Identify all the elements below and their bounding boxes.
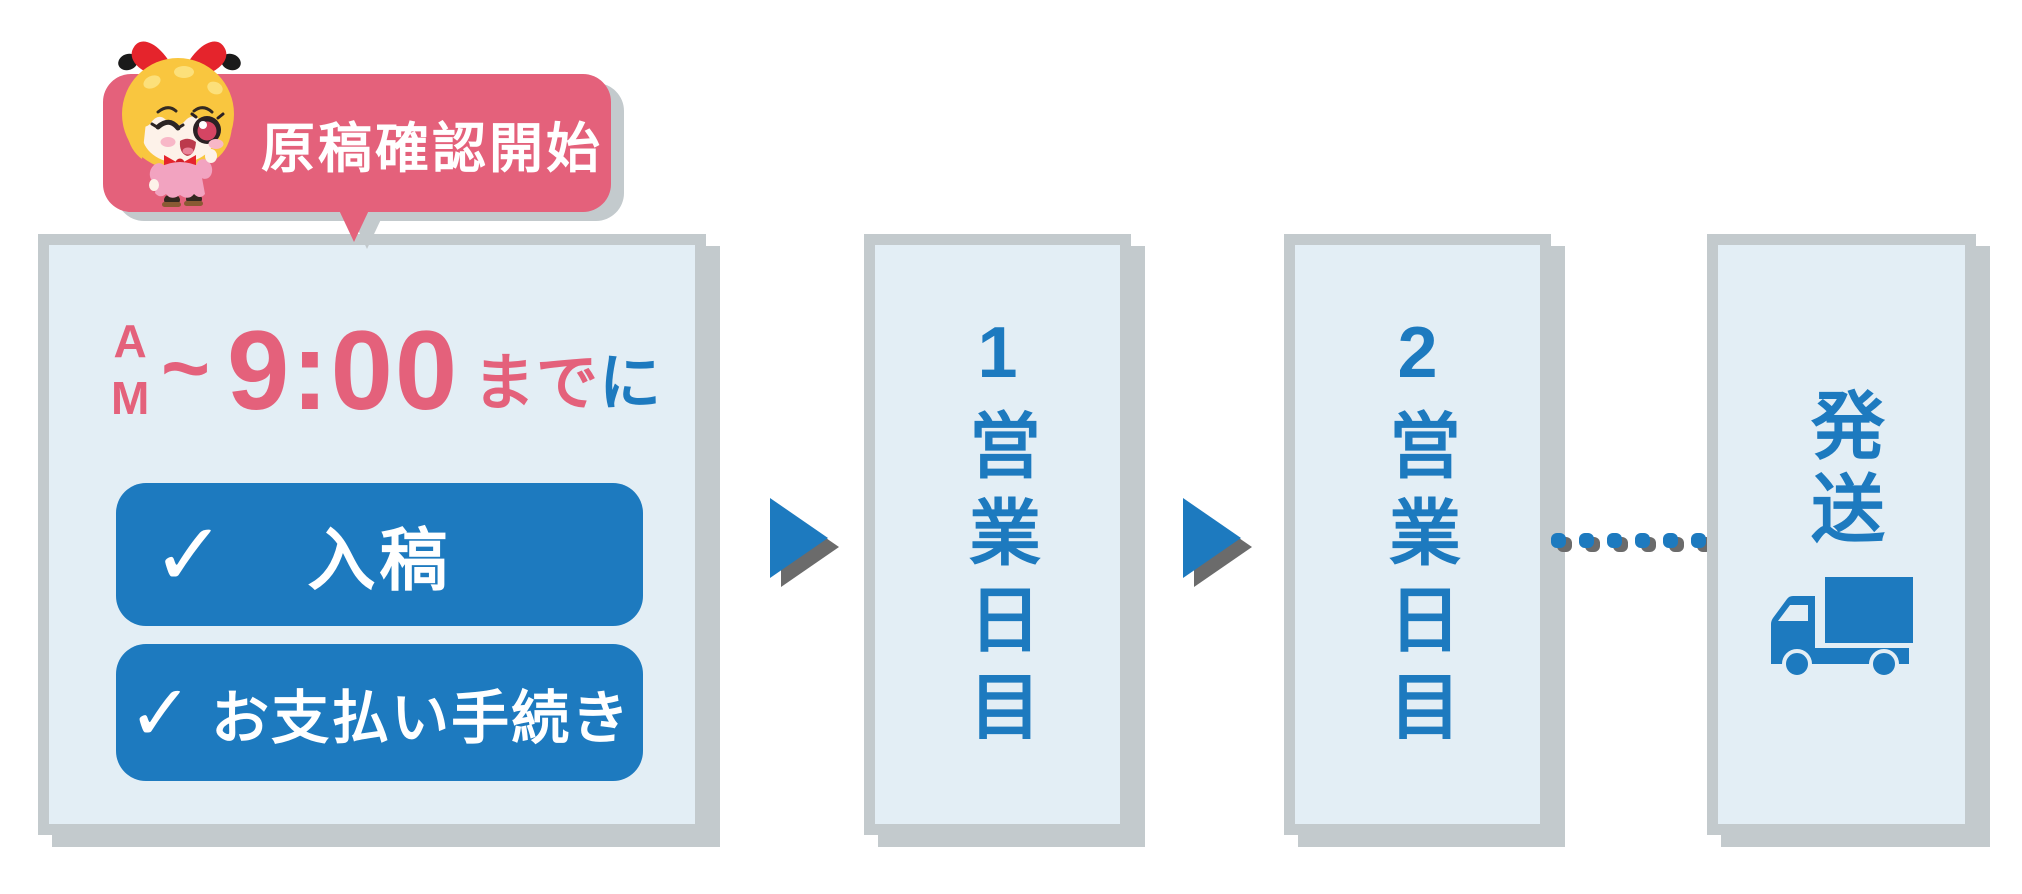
meridiem-top: A bbox=[113, 315, 147, 367]
connector-dot bbox=[1635, 533, 1650, 548]
connector-dot bbox=[1607, 533, 1622, 548]
tilde-mark: ~ bbox=[161, 321, 211, 415]
deadline-suffix-blue: に bbox=[599, 349, 663, 418]
shipping-label: 発送 bbox=[1800, 386, 1884, 553]
deadline-time: 9:00 bbox=[227, 308, 460, 433]
connector-dot bbox=[1551, 533, 1566, 548]
step-box-day1: 1営業日目 bbox=[864, 234, 1131, 835]
payment-label: お支払い手続き bbox=[211, 685, 632, 751]
connector-dot bbox=[1691, 533, 1706, 548]
speech-bubble-tail-icon bbox=[338, 208, 383, 249]
deadline-suffix: までに bbox=[473, 353, 662, 415]
meridiem-bottom: M bbox=[111, 372, 150, 424]
connector-dot bbox=[1579, 533, 1594, 548]
payment-pill: ✓ お支払い手続き bbox=[116, 644, 643, 781]
right-arrow-icon bbox=[770, 498, 839, 587]
truck-icon bbox=[1770, 576, 1913, 679]
submission-pill: ✓ 入稿 bbox=[116, 483, 643, 626]
deadline-suffix-pink: まで bbox=[473, 349, 600, 418]
check-icon: ✓ bbox=[152, 504, 226, 604]
right-arrow-icon bbox=[1183, 498, 1252, 587]
check-icon: ✓ bbox=[127, 668, 194, 757]
connector-dot bbox=[1663, 533, 1678, 548]
mascot-girl-icon bbox=[118, 41, 241, 207]
day2-label: 2営業日目 bbox=[1377, 313, 1458, 756]
speech-bubble-label: 原稿確認開始 bbox=[261, 118, 603, 179]
day1-label: 1営業日目 bbox=[957, 313, 1038, 756]
submission-label: 入稿 bbox=[307, 523, 452, 599]
step-box-shipping: 発送 bbox=[1707, 234, 1976, 835]
step-box-day2: 2営業日目 bbox=[1284, 234, 1551, 835]
